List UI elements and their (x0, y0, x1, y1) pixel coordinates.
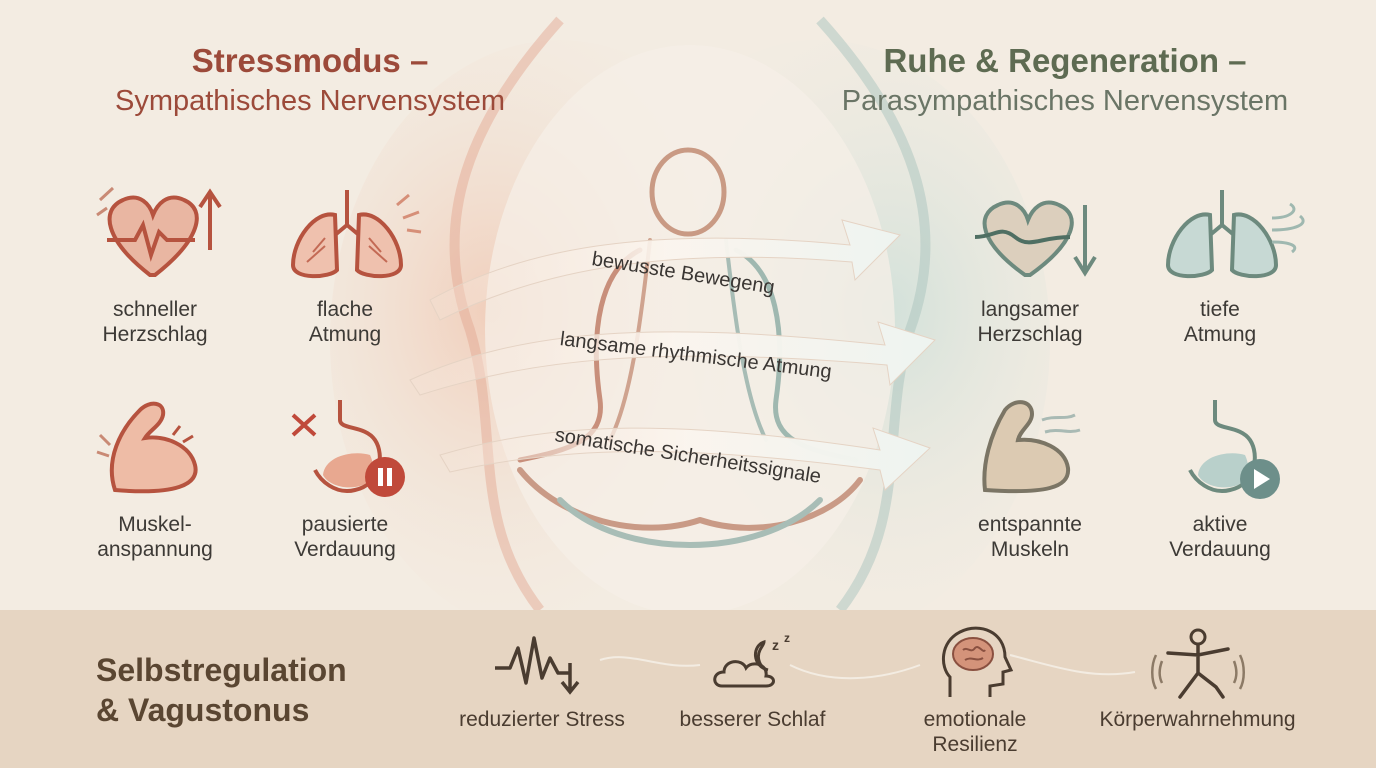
heart-down-icon (974, 200, 1097, 277)
benefit-label-sleep: besserer Schlaf (679, 708, 826, 731)
stress-title: Stressmodus – (191, 42, 429, 79)
calm-subtitle: Parasympathisches Nervensystem (841, 85, 1289, 117)
lungs-breeze-icon (1165, 190, 1305, 279)
moon-cloud-icon: z z (713, 631, 790, 688)
svg-text:z: z (772, 637, 779, 653)
wave-down-icon (495, 636, 580, 695)
lungs-icon (290, 190, 422, 279)
arrow-safety (439, 427, 931, 491)
bottom-title: Selbstregulation & Vagustonus (96, 652, 347, 728)
relaxed-arm-icon (982, 400, 1081, 494)
benefit-label-body-awareness: Körperwahrnehmung (1099, 708, 1296, 731)
stress-label-muscle: Muskel-anspannung (97, 513, 213, 561)
arrow-breathing (409, 321, 936, 396)
stomach-active-icon (1188, 400, 1280, 499)
bottom-band (0, 610, 1376, 768)
arrow-movement (429, 219, 901, 321)
heart-up-icon (96, 186, 222, 277)
calm-title: Ruhe & Regeneration – (883, 42, 1247, 79)
brain-head-icon (941, 626, 1014, 697)
flexed-arm-icon (96, 401, 198, 494)
bottom-connector-lines (599, 654, 1136, 680)
benefit-label-stress: reduzierter Stress (459, 708, 625, 731)
stomach-paused-icon (291, 400, 405, 497)
benefit-label-resilience: emotionale Resilienz (923, 708, 1027, 756)
yoga-figure-icon (1151, 628, 1245, 699)
svg-text:z: z (784, 631, 790, 645)
stress-subtitle: Sympathisches Nervensystem (114, 85, 506, 117)
